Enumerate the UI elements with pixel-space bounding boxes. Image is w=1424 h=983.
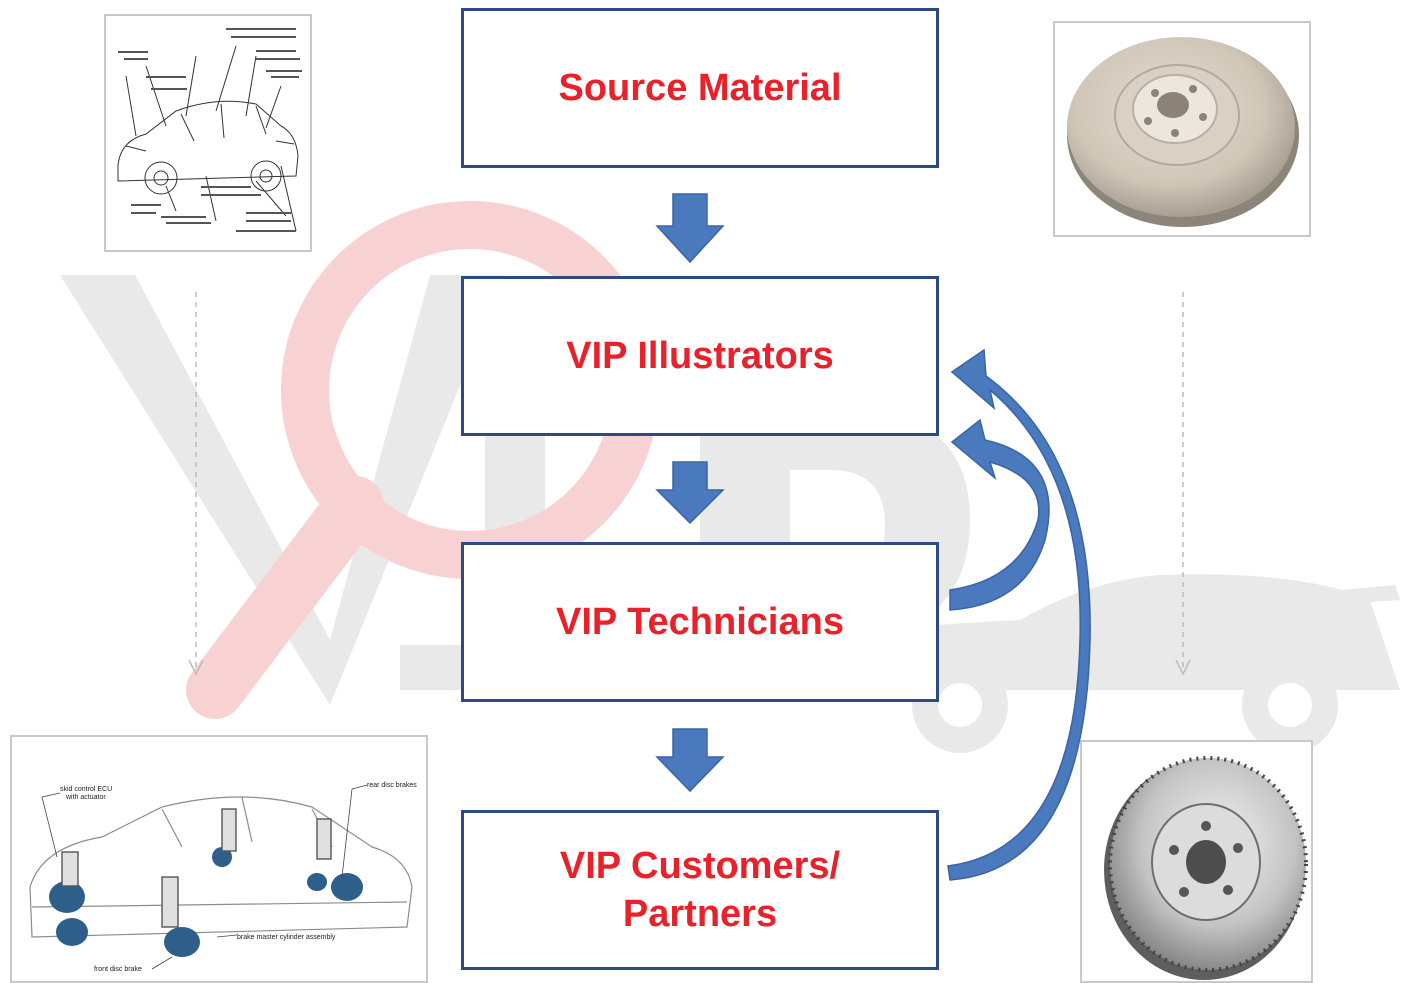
step-label: VIP Customers/ Partners <box>559 845 841 935</box>
callout-skid-control: skid control ECU <box>60 786 112 793</box>
step-vip-illustrators: VIP Illustrators <box>461 276 939 436</box>
step-source-material: Source Material <box>461 8 939 168</box>
car-line-drawing-thumbnail <box>104 14 312 252</box>
step-label: VIP Illustrators <box>566 335 834 377</box>
car-line-drawing-icon <box>117 28 302 232</box>
car-illustration-thumbnail: skid control ECU with actuator rear disc… <box>10 735 428 983</box>
step-label: VIP Technicians <box>556 601 844 643</box>
step-label: Source Material <box>558 67 842 109</box>
callout-rear-disc-brakes: rear disc brakes <box>367 782 417 789</box>
brake-disc-illustration-thumbnail <box>1080 740 1313 983</box>
callout-with-actuator: with actuator <box>65 794 106 801</box>
brake-disc-photo-icon <box>1067 37 1299 227</box>
brake-disc-illustration-icon <box>1104 756 1308 980</box>
car-illustration-icon: skid control ECU with actuator rear disc… <box>29 782 417 973</box>
callout-front-disc-brake: front disc brake <box>94 966 142 973</box>
callout-brake-master-cylinder: brake master cylinder assembly <box>237 934 336 941</box>
brake-disc-photo-thumbnail <box>1053 21 1311 237</box>
step-vip-customers-partners: VIP Customers/ Partners <box>461 810 939 970</box>
step-vip-technicians: VIP Technicians <box>461 542 939 702</box>
